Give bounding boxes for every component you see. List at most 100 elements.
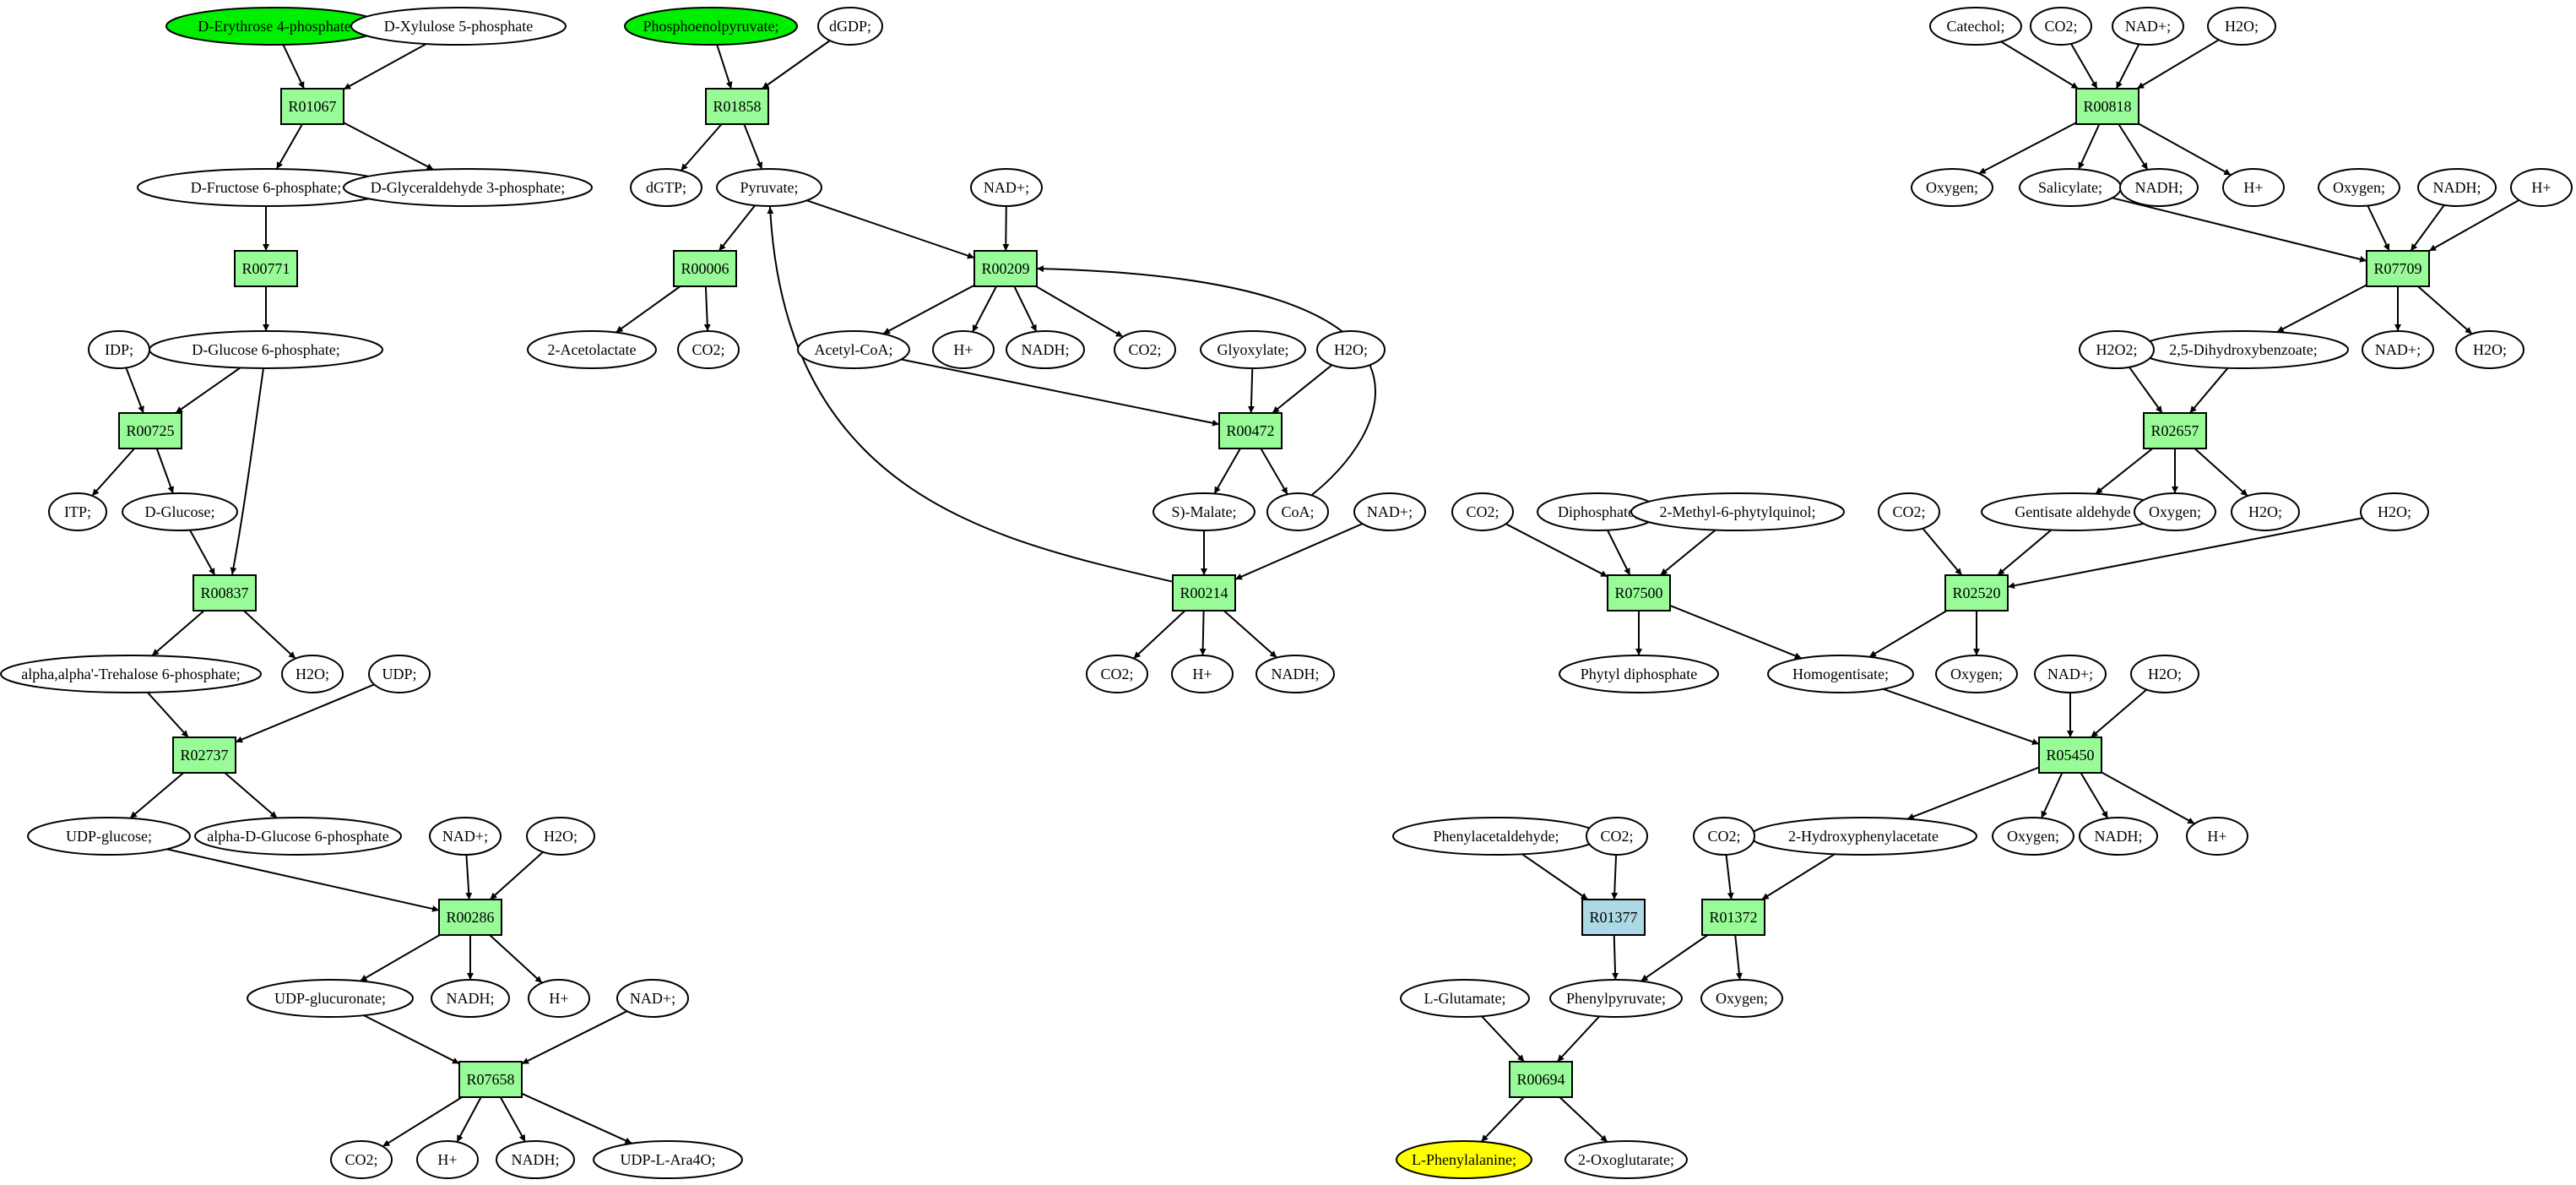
compound-node-h2o[interactable]: H2O; <box>526 817 595 856</box>
reaction-node-r07709[interactable]: R07709 <box>2366 250 2430 287</box>
compound-node-h2o[interactable]: H2O; <box>1316 330 1386 369</box>
compound-node-oxygen[interactable]: Oxygen; <box>2134 492 2216 531</box>
compound-node-d-glucose[interactable]: D-Glucose; <box>122 492 238 531</box>
compound-node-co2[interactable]: CO2; <box>1586 817 1648 856</box>
compound-node-2-methyl-6-phytylquinol[interactable]: 2-Methyl-6-phytylquinol; <box>1630 492 1845 531</box>
compound-node-h2o[interactable]: H2O; <box>2207 7 2276 46</box>
compound-node-h[interactable]: H+ <box>932 330 995 369</box>
compound-node-h[interactable]: H+ <box>1171 655 1234 693</box>
compound-node-nad[interactable]: NAD+; <box>616 979 689 1018</box>
compound-node-glyoxylate[interactable]: Glyoxylate; <box>1200 330 1306 369</box>
reaction-node-r02657[interactable]: R02657 <box>2143 412 2207 449</box>
compound-node-l-glutamate[interactable]: L-Glutamate; <box>1400 979 1530 1018</box>
compound-node-phosphoenolpyruvate[interactable]: Phosphoenolpyruvate; <box>624 7 798 46</box>
compound-node-h[interactable]: H+ <box>528 979 590 1018</box>
compound-node-itp[interactable]: ITP; <box>48 492 107 531</box>
compound-node-oxygen[interactable]: Oxygen; <box>1911 168 1993 207</box>
compound-node-oxygen[interactable]: Oxygen; <box>2318 168 2400 207</box>
reaction-node-r02737[interactable]: R02737 <box>172 737 236 774</box>
compound-node-nadh[interactable]: NADH; <box>2079 817 2158 856</box>
reaction-node-r02520[interactable]: R02520 <box>1944 574 2009 612</box>
compound-node-d-erythrose-4-phosphate[interactable]: D-Erythrose 4-phosphate <box>165 7 383 46</box>
compound-node-diphosphate[interactable]: Diphosphate; <box>1537 492 1660 531</box>
compound-node-h2o[interactable]: H2O; <box>2130 655 2199 693</box>
compound-node-nadh[interactable]: NADH; <box>2417 168 2497 207</box>
reaction-node-r05450[interactable]: R05450 <box>2038 737 2102 774</box>
compound-node-nadh[interactable]: NADH; <box>1006 330 1085 369</box>
compound-node-co2[interactable]: CO2; <box>2030 7 2092 46</box>
compound-node-oxygen[interactable]: Oxygen; <box>1935 655 2018 693</box>
compound-node-udp-glucose[interactable]: UDP-glucose; <box>27 817 191 856</box>
compound-node-alpha-d-glucose-6-phosphate[interactable]: alpha-D-Glucose 6-phosphate <box>194 817 402 856</box>
compound-node-coa[interactable]: CoA; <box>1266 492 1329 531</box>
compound-node-2-oxoglutarate[interactable]: 2-Oxoglutarate; <box>1565 1140 1688 1179</box>
compound-node-oxygen[interactable]: Oxygen; <box>1992 817 2074 856</box>
compound-node-d-xylulose-5-phosphate[interactable]: D-Xylulose 5-phosphate <box>350 7 567 46</box>
reaction-node-r01067[interactable]: R01067 <box>280 88 344 125</box>
compound-node-h[interactable]: H+ <box>416 1140 479 1179</box>
compound-node-nadh[interactable]: NADH; <box>2119 168 2199 207</box>
compound-node-d-glucose-6-phosphate[interactable]: D-Glucose 6-phosphate; <box>149 330 383 369</box>
compound-node-d-glyceraldehyde-3-phosphate[interactable]: D-Glyceraldehyde 3-phosphate; <box>343 168 593 207</box>
compound-node-nad[interactable]: NAD+; <box>1353 492 1426 531</box>
reaction-node-r00214[interactable]: R00214 <box>1172 574 1236 612</box>
compound-node-udp[interactable]: UDP; <box>368 655 431 693</box>
compound-node-h2o[interactable]: H2O; <box>2231 492 2300 531</box>
compound-node-h2o2[interactable]: H2O2; <box>2079 330 2155 369</box>
compound-node-h[interactable]: H+ <box>2510 168 2573 207</box>
compound-node-nad[interactable]: NAD+; <box>2112 7 2184 46</box>
reaction-node-r00725[interactable]: R00725 <box>118 412 182 449</box>
reaction-node-r07500[interactable]: R07500 <box>1607 574 1671 612</box>
reaction-node-r00694[interactable]: R00694 <box>1509 1061 1573 1098</box>
reaction-node-r00472[interactable]: R00472 <box>1218 412 1283 449</box>
compound-node-salicylate[interactable]: Salicylate; <box>2019 168 2122 207</box>
compound-node-2-acetolactate[interactable]: 2-Acetolactate <box>527 330 657 369</box>
compound-node-co2[interactable]: CO2; <box>1693 817 1755 856</box>
reaction-node-r00771[interactable]: R00771 <box>234 250 298 287</box>
compound-node-h[interactable]: H+ <box>2186 817 2248 856</box>
compound-node-nadh[interactable]: NADH; <box>496 1140 575 1179</box>
compound-node-phenylpyruvate[interactable]: Phenylpyruvate; <box>1549 979 1683 1018</box>
compound-node-h2o[interactable]: H2O; <box>2455 330 2524 369</box>
compound-node-pyruvate[interactable]: Pyruvate; <box>716 168 822 207</box>
reaction-node-r01858[interactable]: R01858 <box>705 88 769 125</box>
compound-node-d-fructose-6-phosphate[interactable]: D-Fructose 6-phosphate; <box>137 168 395 207</box>
compound-node-dgdp[interactable]: dGDP; <box>817 7 883 46</box>
compound-node-h2o[interactable]: H2O; <box>2360 492 2429 531</box>
compound-node-udp-glucuronate[interactable]: UDP-glucuronate; <box>247 979 414 1018</box>
reaction-node-r00286[interactable]: R00286 <box>438 899 502 936</box>
compound-node-phytyl-diphosphate[interactable]: Phytyl diphosphate <box>1559 655 1719 693</box>
compound-node-co2[interactable]: CO2; <box>330 1140 393 1179</box>
compound-node-co2[interactable]: CO2; <box>1086 655 1148 693</box>
compound-node-alpha-alpha-trehalose-6-phosphate[interactable]: alpha,alpha'-Trehalose 6-phosphate; <box>0 655 262 693</box>
compound-node-co2[interactable]: CO2; <box>677 330 740 369</box>
compound-node-nad[interactable]: NAD+; <box>429 817 502 856</box>
compound-node-idp[interactable]: IDP; <box>88 330 150 369</box>
compound-node-catechol[interactable]: Catechol; <box>1929 7 2022 46</box>
reaction-node-r07658[interactable]: R07658 <box>458 1061 523 1098</box>
compound-node-udp-l-ara4o[interactable]: UDP-L-Ara4O; <box>593 1140 743 1179</box>
reaction-node-r01377[interactable]: R01377 <box>1581 899 1646 936</box>
compound-node-nad[interactable]: NAD+; <box>2034 655 2107 693</box>
compound-node-oxygen[interactable]: Oxygen; <box>1700 979 1783 1018</box>
compound-node-s-malate[interactable]: S)-Malate; <box>1152 492 1255 531</box>
reaction-node-r01372[interactable]: R01372 <box>1701 899 1765 936</box>
reaction-node-r00837[interactable]: R00837 <box>193 574 257 612</box>
compound-node-h[interactable]: H+ <box>2222 168 2285 207</box>
compound-node-phenylacetaldehyde[interactable]: Phenylacetaldehyde; <box>1392 817 1600 856</box>
compound-node-nadh[interactable]: NADH; <box>431 979 510 1018</box>
compound-node-l-phenylalanine[interactable]: L-Phenylalanine; <box>1396 1140 1532 1179</box>
compound-node-2-5-dihydroxybenzoate[interactable]: 2,5-Dihydroxybenzoate; <box>2138 330 2349 369</box>
compound-node-co2[interactable]: CO2; <box>1878 492 1940 531</box>
compound-node-h2o[interactable]: H2O; <box>281 655 344 693</box>
compound-node-nad[interactable]: NAD+; <box>970 168 1043 207</box>
compound-node-nadh[interactable]: NADH; <box>1255 655 1335 693</box>
compound-node-nad[interactable]: NAD+; <box>2362 330 2434 369</box>
reaction-node-r00006[interactable]: R00006 <box>673 250 737 287</box>
compound-node-homogentisate[interactable]: Homogentisate; <box>1767 655 1914 693</box>
reaction-node-r00818[interactable]: R00818 <box>2075 88 2139 125</box>
compound-node-acetyl-coa[interactable]: Acetyl-CoA; <box>797 330 910 369</box>
reaction-node-r00209[interactable]: R00209 <box>973 250 1038 287</box>
compound-node-dgtp[interactable]: dGTP; <box>630 168 702 207</box>
compound-node-co2[interactable]: CO2; <box>1114 330 1176 369</box>
